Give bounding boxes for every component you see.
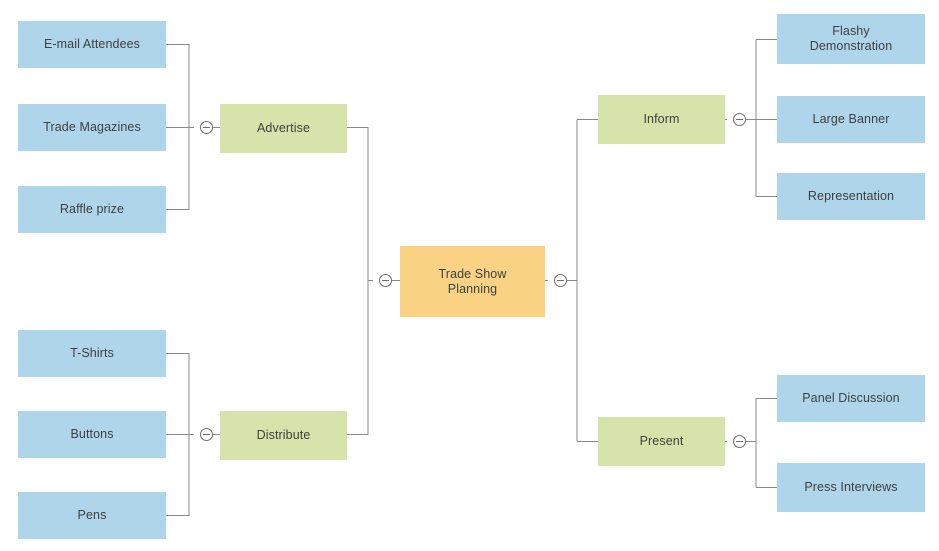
node-trade-magazines[interactable]: Trade Magazines (18, 104, 166, 151)
node-label: Representation (807, 189, 895, 203)
node-distribute[interactable]: Distribute (220, 411, 347, 460)
node-email-attendees[interactable]: E-mail Attendees (18, 21, 166, 68)
node-t-shirts[interactable]: T-Shirts (18, 330, 166, 377)
node-trade-show-planning[interactable]: Trade Show Planning (400, 246, 545, 317)
node-label: Buttons (70, 427, 114, 441)
wire-left-branch-spine (347, 126, 369, 436)
wire-advertise-spine (166, 43, 190, 211)
node-label: Distribute (256, 428, 311, 442)
node-advertise[interactable]: Advertise (220, 104, 347, 153)
node-inform[interactable]: Inform (598, 95, 725, 144)
node-label: Raffle prize (59, 202, 125, 216)
node-raffle-prize[interactable]: Raffle prize (18, 186, 166, 233)
node-label: Pens (77, 508, 107, 522)
wire-distribute-spine (166, 352, 190, 517)
node-label: Inform (643, 112, 680, 126)
collapse-icon-inform[interactable] (733, 113, 746, 126)
node-pens[interactable]: Pens (18, 492, 166, 539)
node-label: Trade Magazines (43, 120, 141, 134)
node-panel-discussion[interactable]: Panel Discussion (777, 375, 925, 422)
node-flashy-demonstration[interactable]: Flashy Demonstration (777, 14, 925, 64)
node-label: E-mail Attendees (43, 37, 141, 51)
node-label: Press Interviews (804, 480, 898, 494)
node-buttons[interactable]: Buttons (18, 411, 166, 458)
node-representation[interactable]: Representation (777, 173, 925, 220)
node-label: Present (639, 434, 684, 448)
collapse-icon-present[interactable] (733, 435, 746, 448)
node-label: Trade Show Planning (438, 266, 507, 296)
node-present[interactable]: Present (598, 417, 725, 466)
collapse-icon-root-left[interactable] (379, 274, 392, 287)
collapse-icon-root-right[interactable] (554, 274, 567, 287)
node-label: Large Banner (812, 112, 890, 126)
collapse-icon-advertise[interactable] (200, 121, 213, 134)
node-label: Flashy Demonstration (809, 24, 893, 53)
node-label: T-Shirts (70, 346, 114, 360)
collapse-icon-distribute[interactable] (200, 428, 213, 441)
node-press-interviews[interactable]: Press Interviews (777, 463, 925, 512)
node-label: Panel Discussion (802, 391, 900, 405)
node-large-banner[interactable]: Large Banner (777, 96, 925, 143)
node-label: Advertise (256, 121, 310, 135)
